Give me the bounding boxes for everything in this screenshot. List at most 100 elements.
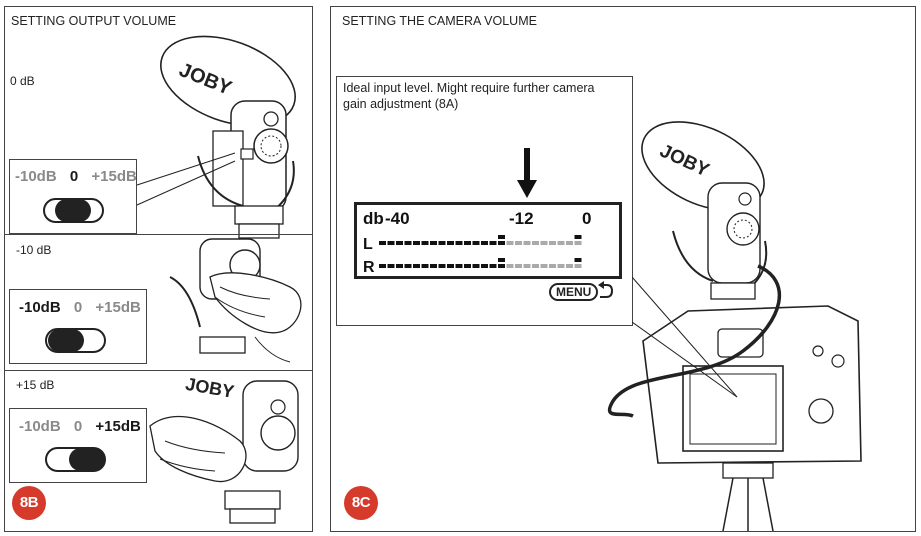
meter-segment (549, 264, 556, 268)
switch-box-0db: -10dB 0 +15dB (9, 159, 137, 234)
peak-marker (574, 235, 582, 239)
pointer-lines (632, 276, 738, 398)
step-badge: 8C (344, 486, 378, 520)
scale-label: 0 (582, 209, 591, 228)
meter-segment (455, 241, 463, 245)
channel-label: R (363, 259, 375, 276)
row-label: 0 dB (10, 74, 35, 88)
peak-marker (498, 235, 505, 239)
meter-segment (566, 241, 573, 245)
back-arrow-icon (598, 281, 613, 298)
option-minus10: -10dB (19, 418, 61, 435)
meter-segment (421, 241, 429, 245)
microphone-illustration: JOBY (160, 35, 296, 239)
meter-segment (481, 241, 488, 245)
meter-segment (379, 264, 386, 268)
switch-knob (48, 329, 84, 352)
option-plus15: +15dB (91, 168, 137, 185)
peak-marker (574, 258, 582, 262)
hand-adjusting-illustration: JOBY (149, 374, 299, 524)
row-divider (5, 370, 312, 371)
meter-segment (464, 264, 471, 268)
meter-segment (540, 264, 548, 268)
meter-segment (566, 264, 573, 268)
option-0: 0 (69, 168, 79, 185)
pointer-lines (136, 152, 236, 206)
option-plus15: +15dB (95, 299, 141, 316)
gain-switch[interactable] (45, 447, 106, 472)
meter-segment (515, 264, 522, 268)
scale-label: -12 (509, 209, 534, 228)
meter-segment (404, 241, 412, 245)
meter-segment (430, 241, 437, 245)
meter-segment (557, 241, 565, 245)
option-0: 0 (73, 418, 83, 435)
meter-segment (387, 241, 395, 245)
meter-segment (506, 264, 514, 268)
meter-segment (523, 264, 531, 268)
gain-switch[interactable] (45, 328, 106, 353)
meter-segment (438, 264, 446, 268)
channel-label: L (363, 236, 373, 253)
meter-segment (540, 241, 548, 245)
scale-label: -40 (385, 209, 410, 228)
meter-segment (472, 264, 480, 268)
switch-box-minus10db: -10dB 0 +15dB (9, 289, 147, 364)
step-badge: 8B (12, 486, 46, 520)
meter-segment (498, 264, 505, 268)
meter-segment (455, 264, 463, 268)
switch-box-plus15db: -10dB 0 +15dB (9, 408, 147, 483)
meter-segment (532, 241, 539, 245)
meter-segment (574, 264, 582, 268)
meter-segment (523, 241, 531, 245)
brand-logo: JOBY (184, 374, 236, 402)
panel-title: SETTING OUTPUT VOLUME (11, 14, 177, 28)
meter-segment (396, 264, 403, 268)
row-divider (5, 234, 312, 235)
meter-segment (574, 241, 582, 245)
panel-title: SETTING THE CAMERA VOLUME (342, 14, 537, 28)
meter-segment (438, 241, 446, 245)
menu-button[interactable]: MENU (549, 283, 599, 301)
meter-segment (489, 241, 497, 245)
meter-segment (472, 241, 480, 245)
camera-volume-panel: SETTING THE CAMERA VOLUME JOBY Ideal inp… (330, 6, 916, 532)
row-label: +15 dB (16, 378, 55, 392)
option-plus15: +15dB (95, 418, 141, 435)
output-volume-panel: SETTING OUTPUT VOLUME JOBY 0 dB -10dB 0 … (4, 6, 313, 532)
camera-with-microphone-illustration: JOBY (607, 121, 862, 531)
meter-segment (506, 241, 514, 245)
arrow-down-icon (517, 148, 537, 198)
gain-switch[interactable] (43, 198, 104, 223)
hand-adjusting-illustration (169, 238, 302, 363)
meter-segment (464, 241, 471, 245)
meter-segment (498, 241, 505, 245)
meter-segment (379, 241, 386, 245)
switch-knob (55, 199, 91, 222)
meter-segment (413, 241, 420, 245)
meter-db-label: db (363, 209, 384, 228)
switch-labels: -10dB 0 +15dB (15, 168, 146, 185)
option-minus10: -10dB (19, 299, 61, 316)
meter-segment (447, 264, 454, 268)
audio-level-meter: db -40 -12 0 L R (354, 202, 622, 279)
meter-segment (404, 264, 412, 268)
switch-labels: -10dB 0 +15dB (19, 299, 150, 316)
option-minus10: -10dB (15, 168, 57, 185)
meter-segment (515, 241, 522, 245)
meter-segment (413, 264, 420, 268)
row-label: -10 dB (16, 243, 52, 257)
meter-segment (387, 264, 395, 268)
meter-segment (557, 264, 565, 268)
switch-knob (69, 448, 105, 471)
meter-segment (447, 241, 454, 245)
callout-text: Ideal input level. Might require further… (343, 81, 595, 111)
meter-segment (481, 264, 488, 268)
peak-marker (498, 258, 505, 262)
meter-segment (549, 241, 556, 245)
meter-segment (489, 264, 497, 268)
meter-segment (430, 264, 437, 268)
option-0: 0 (73, 299, 83, 316)
switch-labels: -10dB 0 +15dB (19, 418, 150, 435)
meter-segment (532, 264, 539, 268)
